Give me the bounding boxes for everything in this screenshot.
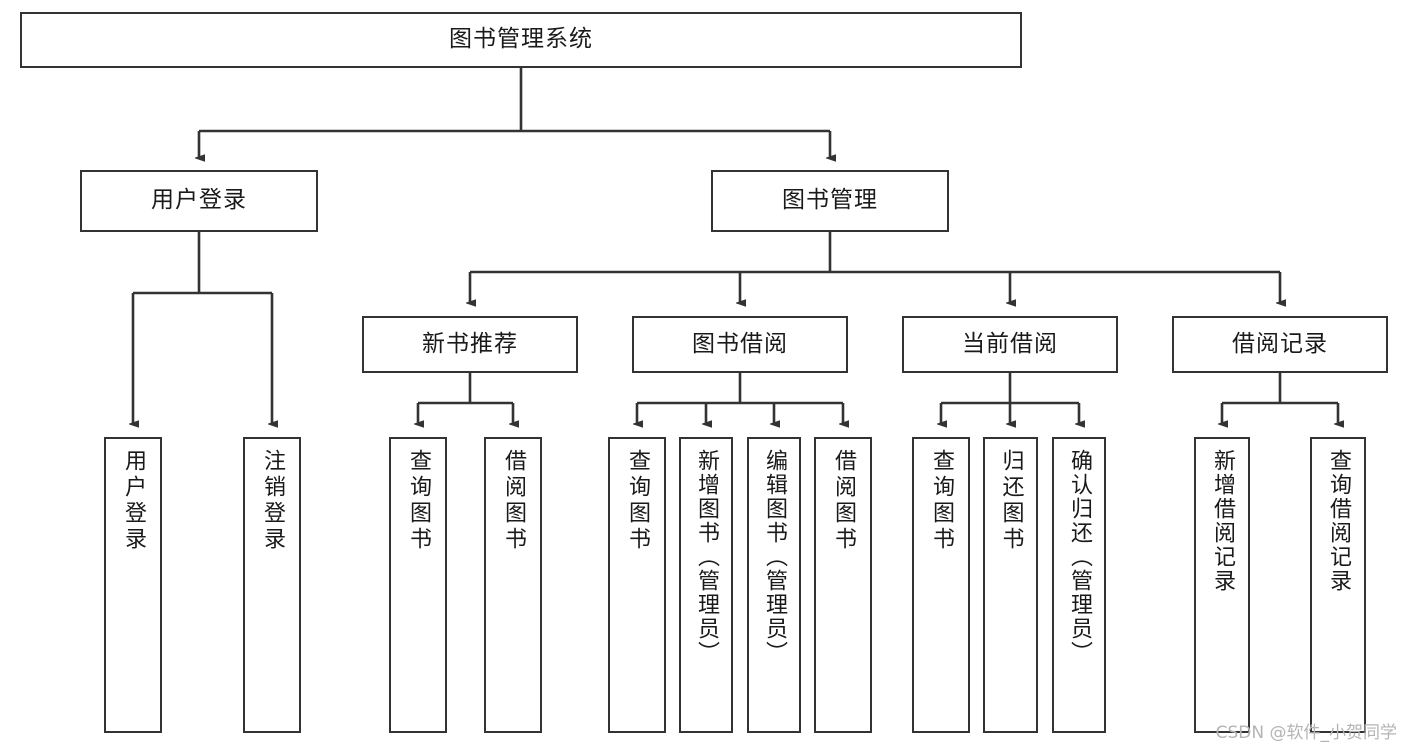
node-label: 确认归还（管理员） xyxy=(1067,449,1092,665)
leaf-user-login-login[interactable]: 用户登录 xyxy=(104,437,162,733)
leaf-book-borrow-borrow[interactable]: 借阅图书 xyxy=(814,437,872,733)
leaf-book-borrow-edit[interactable]: 编辑图书（管理员） xyxy=(747,437,801,733)
node-label: 新增借阅记录 xyxy=(1210,449,1235,593)
node-label: 编辑图书（管理员） xyxy=(762,449,787,665)
node-label: 当前借阅 xyxy=(962,330,1058,357)
node-label: 注销登录 xyxy=(260,449,285,553)
node-current-borrow[interactable]: 当前借阅 xyxy=(902,316,1118,373)
leaf-current-borrow-return[interactable]: 归还图书 xyxy=(983,437,1038,733)
leaf-user-login-logout[interactable]: 注销登录 xyxy=(243,437,301,733)
node-label: 图书借阅 xyxy=(692,330,788,357)
leaf-book-borrow-add[interactable]: 新增图书（管理员） xyxy=(679,437,733,733)
leaf-new-book-query[interactable]: 查询图书 xyxy=(389,437,447,733)
leaf-new-book-borrow[interactable]: 借阅图书 xyxy=(484,437,542,733)
node-label: 借阅图书 xyxy=(831,449,856,553)
node-root-library-system[interactable]: 图书管理系统 xyxy=(20,12,1022,68)
node-label: 新增图书（管理员） xyxy=(694,449,719,665)
node-label: 查询图书 xyxy=(406,449,431,553)
node-book-management[interactable]: 图书管理 xyxy=(711,170,949,232)
leaf-current-borrow-query[interactable]: 查询图书 xyxy=(912,437,970,733)
node-label: 归还图书 xyxy=(998,449,1024,553)
leaf-borrow-record-add[interactable]: 新增借阅记录 xyxy=(1194,437,1250,733)
node-label: 借阅图书 xyxy=(501,449,526,553)
node-label: 查询借阅记录 xyxy=(1326,449,1351,593)
leaf-borrow-record-query[interactable]: 查询借阅记录 xyxy=(1310,437,1366,733)
leaf-book-borrow-query[interactable]: 查询图书 xyxy=(608,437,666,733)
node-label: 用户登录 xyxy=(151,187,247,214)
node-label: 借阅记录 xyxy=(1232,330,1328,357)
node-new-book-recommend[interactable]: 新书推荐 xyxy=(362,316,578,373)
node-label: 用户登录 xyxy=(121,449,146,553)
node-book-borrow[interactable]: 图书借阅 xyxy=(632,316,848,373)
node-borrow-record[interactable]: 借阅记录 xyxy=(1172,316,1388,373)
watermark: CSDN @软件_小贺同学 xyxy=(1215,723,1397,743)
node-label: 图书管理 xyxy=(782,187,878,214)
node-label: 新书推荐 xyxy=(422,330,518,357)
node-label: 查询图书 xyxy=(625,449,650,553)
node-user-login[interactable]: 用户登录 xyxy=(80,170,318,232)
node-label: 查询图书 xyxy=(929,449,954,553)
leaf-current-borrow-confirm[interactable]: 确认归还（管理员） xyxy=(1052,437,1106,733)
node-label: 图书管理系统 xyxy=(449,26,593,53)
